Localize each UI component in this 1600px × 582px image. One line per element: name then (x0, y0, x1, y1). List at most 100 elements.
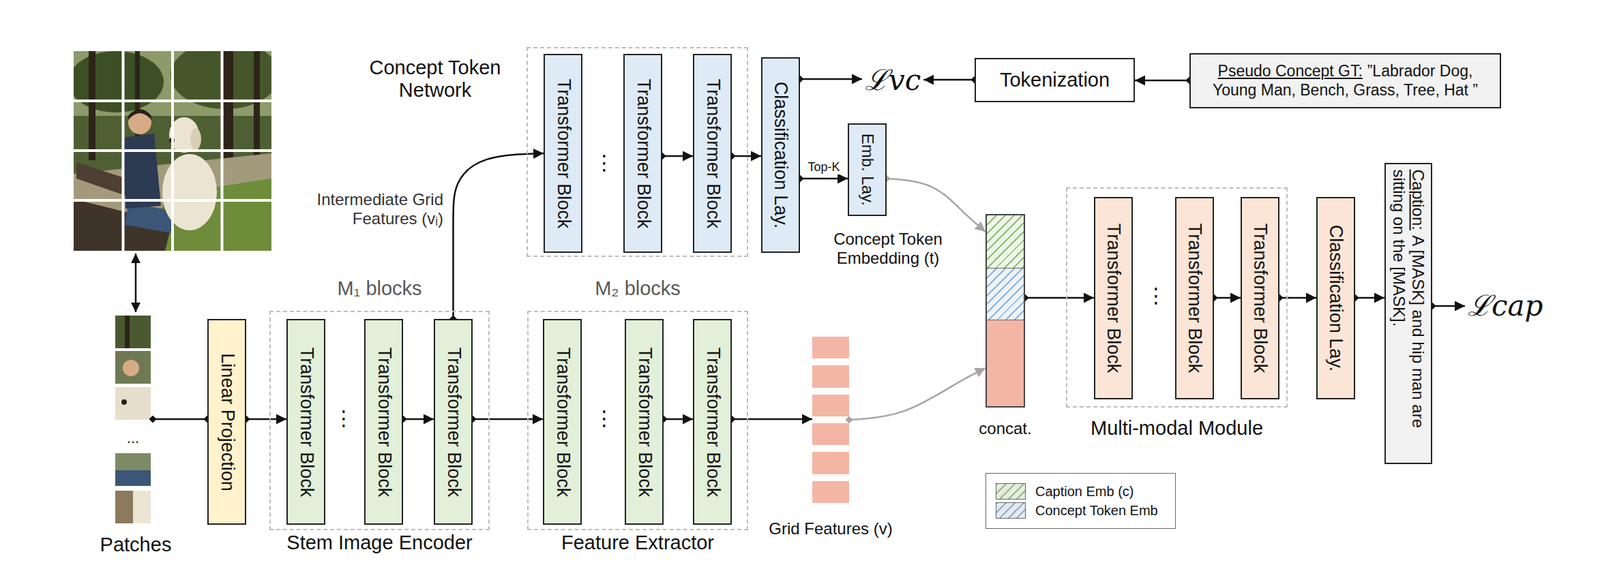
text-wrap: Transformer Block (1183, 200, 1206, 397)
module-group: Multi-modal ModuleTransformer BlockTrans… (1065, 187, 1288, 408)
photo-patch-arrow (135, 253, 138, 313)
patch-projection-link (152, 418, 208, 421)
text-wrap: Transformer Block (1102, 200, 1124, 397)
group-heading-wrap: M₂ blocks (594, 277, 681, 301)
loss-term: ℒvc (862, 64, 924, 97)
layer-block: Transformer Block (1175, 197, 1214, 400)
label-wrap: ... (126, 429, 140, 447)
grid-cell (812, 336, 850, 359)
flow-arrow (923, 79, 975, 82)
ellipsis-mark: ⋮ (594, 150, 615, 175)
man-hair (128, 109, 152, 121)
module-group: M₂ blocksFeature ExtractorTransformer Bl… (527, 310, 749, 531)
patch-grid (73, 199, 272, 202)
flow-arrow (731, 155, 762, 158)
text-wrap: Transformer Block (701, 322, 723, 522)
legend-swatch (995, 502, 1026, 520)
group-heading-wrap: concat. (978, 419, 1032, 439)
ellipsis-mark: ... (126, 429, 140, 447)
text-wrap: Emb. Lay. (857, 126, 878, 213)
flow-arrow (1213, 297, 1241, 300)
man-torso (122, 133, 161, 209)
box-label: ℒvc (864, 63, 921, 97)
box-label: Classification Lay. (770, 81, 792, 230)
flow-arrow (849, 368, 986, 421)
box-label: Transformer Block (552, 347, 573, 498)
caption-emb-segment (986, 215, 1024, 269)
legend-label: Caption Emb (c) (1035, 484, 1135, 500)
patch-detail (122, 360, 140, 377)
label-wrap: ⋮ (594, 407, 615, 432)
dog-ear (190, 128, 202, 151)
legend-box: Caption Emb (c) Concept Token Emb (985, 473, 1176, 530)
box-label: Classification Lay. (1325, 225, 1347, 373)
group-heading: M₁ blocks (336, 277, 422, 300)
concept-emb-segment (986, 268, 1024, 321)
box-label: Tokenization (999, 68, 1110, 91)
layer-block: Transformer Block (692, 53, 732, 254)
layer-block: Transformer Block (623, 53, 663, 254)
text-wrap: Caption:A [MASK] and hip man are sitting… (1389, 166, 1427, 462)
ellipsis-mark: ⋮ (594, 406, 615, 431)
text-wrap: Transformer Block (632, 57, 654, 250)
grid-cell (812, 394, 850, 417)
text-wrap: Linear Projection (216, 322, 238, 522)
loss-term: ℒcap (1464, 289, 1546, 323)
layer-block: Emb. Lay. (847, 123, 887, 217)
text-wrap: Transformer Block (551, 322, 573, 522)
box-label: Transformer Block (553, 78, 574, 229)
module-group: M₁ blocksStem Image EncoderTransformer B… (269, 310, 490, 531)
tree-trunk (88, 51, 96, 161)
patch (115, 315, 151, 349)
layer-block: Transformer Block (542, 319, 582, 526)
box-label: Transformer Block (634, 347, 655, 498)
box-heading: Pseudo Concept GT: (1218, 62, 1363, 80)
text-wrap: Transformer Block (373, 322, 395, 522)
label-wrap: Intermediate Grid Features (vᵢ) (279, 190, 444, 228)
group-heading-wrap: Multi-modal Module (1090, 417, 1264, 440)
box-label: Transformer Block (295, 347, 317, 498)
layer-block: Transformer Block (692, 319, 732, 526)
edge-label: Top-K (807, 160, 840, 174)
grid-cell (812, 452, 850, 474)
patch (115, 351, 151, 384)
flow-arrow (1355, 297, 1385, 300)
legend-label: Concept Token Emb (1035, 503, 1159, 520)
layer-block: Caption:A [MASK] and hip man are sitting… (1384, 163, 1433, 465)
patch-detail (132, 491, 151, 524)
box-label: Transformer Block (632, 78, 654, 229)
text-wrap: Tokenization (975, 68, 1134, 93)
text-wrap: Transformer Block (442, 322, 464, 522)
layer-block: Transformer Block (543, 53, 583, 254)
group-heading-wrap: M₁ blocks (336, 277, 422, 301)
legend-row: Concept Token Emb (995, 502, 1166, 520)
label-wrap: ⋮ (333, 407, 354, 432)
group-heading-wrap: Stem Image Encoder (286, 531, 472, 555)
group-heading-wrap: Grid Features (v) (768, 519, 893, 539)
box-label: Transformer Block (443, 347, 464, 498)
annotation: Concept Token Embedding (t) (833, 229, 943, 268)
layer-block: Transformer Block (286, 319, 326, 526)
text-wrap: Transformer Block (1249, 200, 1271, 397)
group-heading: Feature Extractor (561, 531, 715, 554)
flow-arrow (731, 418, 813, 421)
group-heading: concat. (978, 419, 1032, 438)
patch-grid (73, 149, 272, 153)
box-label: Emb. Lay. (857, 133, 877, 206)
ellipsis-mark: ⋮ (1145, 283, 1167, 308)
foliage (73, 51, 164, 113)
legend-row: Caption Emb (c) (995, 483, 1166, 500)
label-wrap: Patches (100, 534, 172, 557)
text-wrap: Transformer Block (295, 322, 317, 522)
patch-column (115, 315, 151, 524)
layer-block: Transformer Block (364, 319, 404, 526)
edge-label-wrap: Top-K (805, 160, 842, 175)
box-heading: Caption: (1409, 169, 1428, 230)
layer-block: Classification Lay. (1316, 197, 1356, 400)
dog-body (162, 154, 217, 231)
text-wrap: Classification Lay. (769, 60, 792, 250)
legend-swatch (995, 483, 1026, 500)
box-label: Linear Projection (216, 353, 238, 492)
patch-detail (121, 399, 127, 406)
process-box: Tokenization (974, 57, 1135, 103)
